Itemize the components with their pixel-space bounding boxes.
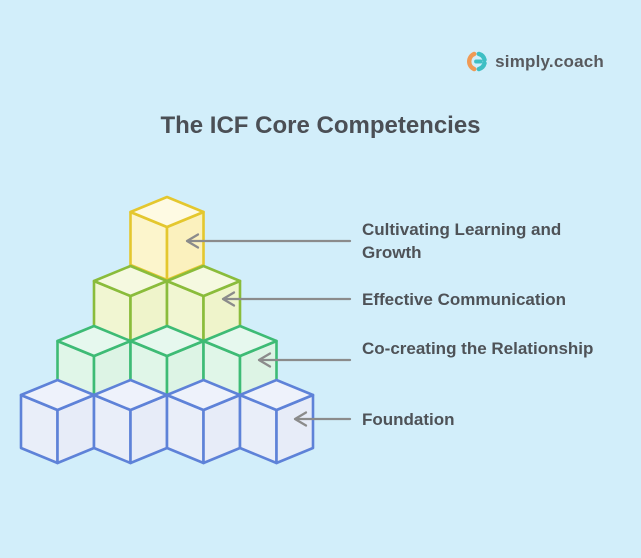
cube-level3-2-top-face (129, 324, 205, 358)
logo-text: simply.coach (495, 51, 604, 71)
label-foundation: Foundation (362, 410, 455, 429)
cube-level4-1-top-face (19, 378, 96, 412)
arrow-level2 (221, 291, 352, 307)
cube-level2-2-top-face (165, 264, 242, 298)
arrow-level4 (293, 411, 352, 427)
cube-level4-2-top-face (92, 378, 169, 412)
arrow-level3 (257, 352, 352, 368)
cube-level4-3-top-face (165, 378, 242, 412)
label-co-creating-the-relationship: Co-creating the Relationship (362, 339, 594, 358)
cube-level1-1-top-face (129, 195, 205, 229)
arrow-level1 (185, 233, 352, 249)
cube-level2-1-top-face (92, 264, 169, 298)
simply-coach-logo-icon (467, 51, 487, 72)
cube-level4-4-top-face (238, 378, 315, 412)
page-title: The ICF Core Competencies (160, 112, 481, 139)
label-cultivating-learning-and-growth: Cultivating Learning and Growth (362, 220, 562, 262)
cube-level3-1-top-face (56, 324, 132, 358)
cube-level3-3-top-face (202, 324, 278, 358)
logo: simply.coach (465, 50, 604, 73)
label-effective-communication: Effective Communication (362, 290, 567, 309)
